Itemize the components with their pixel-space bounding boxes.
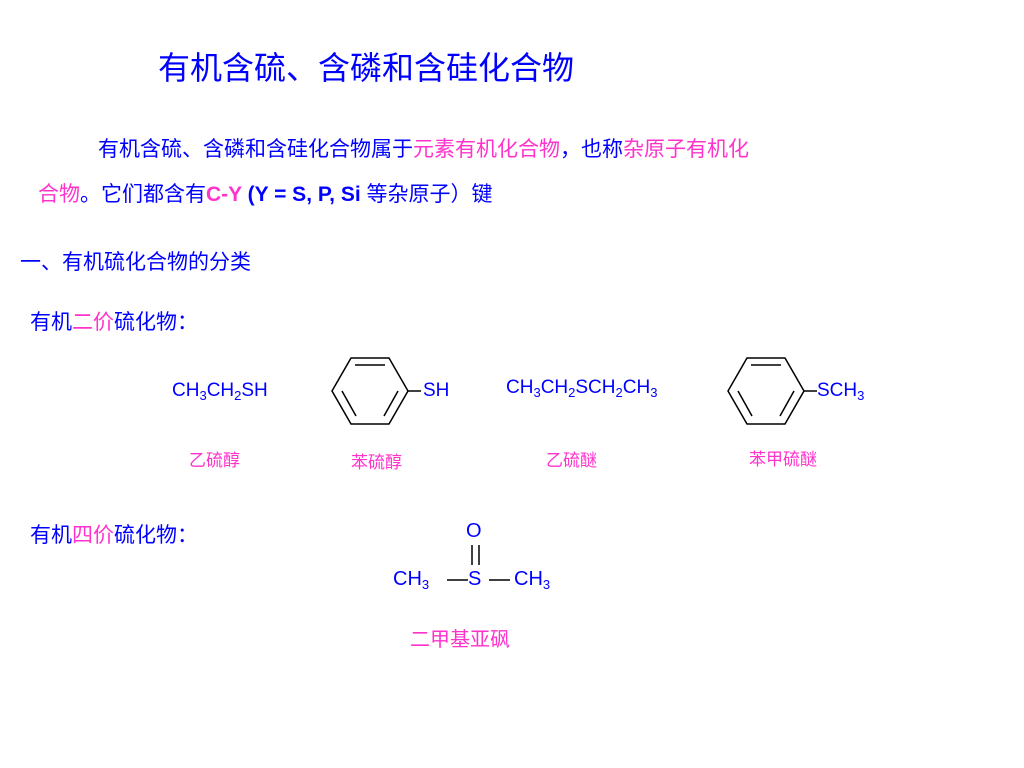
heading-suffix: 硫化物： <box>114 310 198 334</box>
intro-text: ，也称 <box>560 137 623 161</box>
formula-part: CH <box>622 377 651 398</box>
intro-latin-atoms: (Y = S, P, Si <box>241 183 367 206</box>
intro-highlight-heteroatom: 杂原子有机化 <box>623 137 749 161</box>
formula-part: SCH <box>817 380 858 401</box>
formula-subscript: 2 <box>615 385 623 400</box>
tetravalent-sulfide-heading: 有机四价硫化物： <box>30 520 198 550</box>
formula-part: SCH <box>575 377 616 398</box>
formula-subscript: 3 <box>857 388 865 403</box>
thiophenol-name: 苯硫醇 <box>351 453 402 473</box>
formula-subscript: 3 <box>199 388 207 403</box>
formula-part: SH <box>241 380 268 401</box>
formula-subscript: 2 <box>568 385 576 400</box>
intro-text: 有机含硫、含磷和含硅化合物属于 <box>98 137 413 161</box>
heading-suffix: 硫化物： <box>114 523 198 547</box>
formula-subscript: 2 <box>234 388 242 403</box>
benzene-ring-thioanisole <box>727 357 817 425</box>
intro-paragraph-line-2: 合物。它们都含有C-Y (Y = S, P, Si 等杂原子）键 <box>38 179 493 210</box>
ethanethiol-name: 乙硫醇 <box>189 451 240 471</box>
thioanisole-name: 苯甲硫醚 <box>749 450 817 470</box>
formula-part: CH <box>506 377 534 398</box>
dmso-right-bond <box>489 579 510 581</box>
dmso-left-methyl: CH3 <box>393 568 430 592</box>
formula-subscript: 3 <box>650 385 658 400</box>
ethanethiol-formula: CH3CH2SH <box>172 380 268 402</box>
formula-subscript: 3 <box>421 577 430 592</box>
heading-highlight: 二价 <box>72 310 114 334</box>
dmso-sulfur: S <box>468 568 482 590</box>
dmso-double-bond <box>471 545 480 565</box>
formula-subscript: 3 <box>533 385 541 400</box>
heading-prefix: 有机 <box>30 310 72 334</box>
dmso-left-bond <box>447 579 468 581</box>
formula-part: CH <box>393 568 422 590</box>
dmso-right-methyl: CH3 <box>514 568 551 592</box>
thioanisole-substituent: SCH3 <box>817 380 864 402</box>
heading-prefix: 有机 <box>30 523 72 547</box>
section-heading: 一、有机硫化合物的分类 <box>20 250 251 274</box>
formula-part: CH <box>172 380 200 401</box>
thiophenol-substituent: SH <box>423 380 450 401</box>
intro-text: 。它们都含有 <box>80 182 206 206</box>
intro-highlight-bond: C-Y <box>206 183 242 206</box>
dmso-oxygen: O <box>466 520 482 542</box>
diethyl-sulfide-name: 乙硫醚 <box>546 451 597 471</box>
formula-part: CH <box>540 377 569 398</box>
intro-text: 等杂原子）键 <box>366 182 493 206</box>
diethyl-sulfide-formula: CH3CH2SCH2CH3 <box>506 377 657 399</box>
intro-highlight-compound: 合物 <box>38 182 80 206</box>
slide-title: 有机含硫、含磷和含硅化合物 <box>158 49 575 87</box>
formula-part: CH <box>514 568 543 590</box>
intro-highlight-element-organic: 元素有机化合物 <box>413 137 560 161</box>
intro-paragraph-line-1: 有机含硫、含磷和含硅化合物属于元素有机化合物，也称杂原子有机化 <box>98 134 749 164</box>
divalent-sulfide-heading: 有机二价硫化物： <box>30 307 198 337</box>
formula-part: CH <box>206 380 235 401</box>
heading-highlight: 四价 <box>72 523 114 547</box>
benzene-ring-thiophenol <box>331 357 421 425</box>
formula-subscript: 3 <box>542 577 551 592</box>
dmso-name: 二甲基亚砜 <box>410 627 510 651</box>
